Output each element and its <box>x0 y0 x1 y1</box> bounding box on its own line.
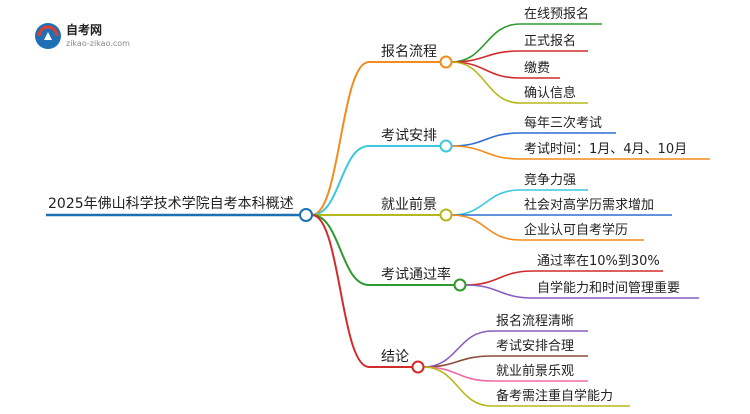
edges <box>46 23 710 407</box>
leaf-label-4-0: 报名流程清晰 <box>496 313 574 329</box>
branch-node-3[interactable] <box>453 278 467 292</box>
logo-url: zikao-zikao.com <box>66 39 130 48</box>
leaf-label-0-0: 在线预报名 <box>524 6 589 22</box>
edge-branch-4-leaf-0 <box>423 330 493 368</box>
leaf-label-4-3: 备考需注重自学能力 <box>496 388 613 404</box>
leaf-label-3-1: 自学能力和时间管理重要 <box>537 280 680 296</box>
leaf-label-2-2: 企业认可自考学历 <box>524 222 628 238</box>
branch-label-2: 就业前景 <box>381 196 437 213</box>
branch-node-0[interactable] <box>439 55 453 69</box>
edge-root-branch-0 <box>311 61 370 216</box>
edge-branch-0-leaf-2 <box>451 61 521 79</box>
edge-branch-2-leaf-2 <box>451 214 521 241</box>
root-label: 2025年佛山科学技术学院自考本科概述 <box>48 196 294 212</box>
edge-branch-1-leaf-1 <box>451 145 521 160</box>
edge-branch-3-leaf-1 <box>465 284 534 299</box>
edge-root-branch-3 <box>311 214 370 286</box>
branch-node-1[interactable] <box>439 139 453 153</box>
leaf-label-1-1: 考试时间：1月、4月、10月 <box>524 142 687 157</box>
logo-pen-icon <box>44 32 52 40</box>
edge-branch-1-leaf-0 <box>451 132 521 147</box>
leaf-label-0-2: 缴费 <box>524 61 550 76</box>
leaf-label-0-1: 正式报名 <box>524 33 576 49</box>
leaf-label-0-3: 确认信息 <box>524 85 576 101</box>
nodes: 2025年佛山科学技术学院自考本科概述 报名流程 在线预报名正式报名缴费确认信息考试… <box>48 6 687 404</box>
branch-label-4: 结论 <box>381 349 409 365</box>
branch-node-4[interactable] <box>411 360 425 374</box>
branch-label-3: 考试通过率 <box>381 266 451 283</box>
edge-root-branch-1 <box>311 145 370 216</box>
root-node[interactable] <box>299 208 313 222</box>
leaf-label-4-1: 考试安排合理 <box>496 339 574 354</box>
logo: 自考网 zikao-zikao.com <box>35 22 130 49</box>
leaf-label-1-0: 每年三次考试 <box>524 115 602 131</box>
edge-root-branch-4 <box>311 214 370 368</box>
edge-branch-2-leaf-0 <box>451 189 521 216</box>
logo-title: 自考网 <box>66 22 102 37</box>
leaf-label-2-0: 竞争力强 <box>524 172 576 188</box>
logo-arc-icon <box>37 25 59 37</box>
branch-node-2[interactable] <box>439 208 453 222</box>
edge-branch-0-leaf-0 <box>451 23 521 63</box>
leaf-label-2-1: 社会对高学历需求增加 <box>524 197 654 213</box>
edge-branch-0-leaf-3 <box>451 61 521 104</box>
leaf-label-3-0: 通过率在10%到30% <box>537 253 660 269</box>
leaf-label-4-2: 就业前景乐观 <box>496 363 574 379</box>
edge-branch-4-leaf-3 <box>423 366 493 407</box>
branch-label-1: 考试安排 <box>381 128 437 144</box>
edge-branch-3-leaf-0 <box>465 270 534 286</box>
branch-label-0: 报名流程 <box>381 44 437 60</box>
